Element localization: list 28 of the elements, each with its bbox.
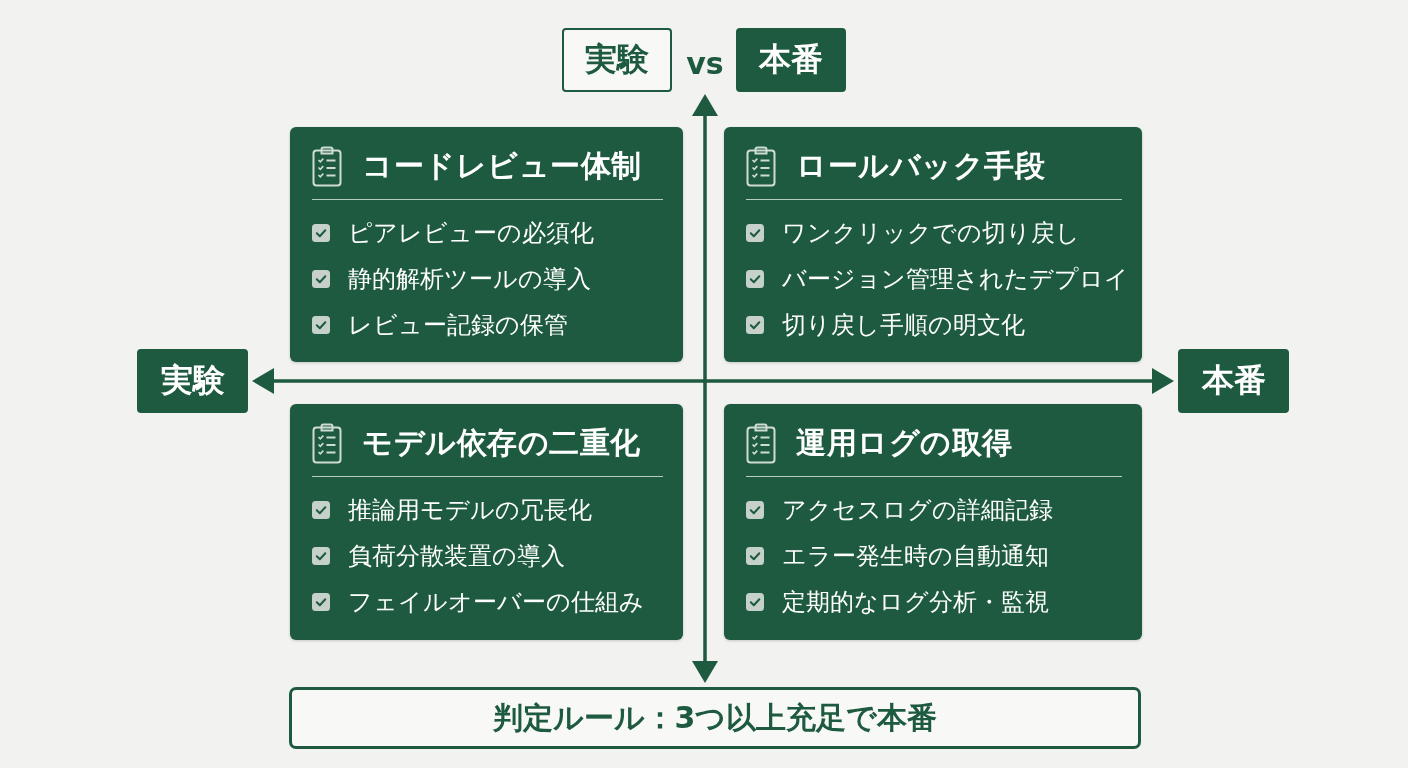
- checklist-item: 負荷分散装置の導入: [348, 541, 565, 572]
- category-card: [724, 404, 1142, 640]
- axis-label: 本番: [1178, 349, 1289, 413]
- title-tag: 本番: [736, 28, 846, 92]
- category-card: [290, 404, 683, 640]
- axis-label: 実験: [137, 349, 248, 413]
- checklist-item: レビュー記録の保管: [348, 310, 568, 341]
- double-arrow: [252, 368, 1174, 394]
- vs-text: vs: [680, 36, 730, 90]
- card-heading: ロールバック手段: [796, 146, 1045, 185]
- category-card: [724, 127, 1142, 362]
- checklist-item: 定期的なログ分析・監視: [782, 587, 1049, 618]
- double-arrow: [692, 94, 718, 683]
- checklist-item: ピアレビューの必須化: [348, 218, 594, 249]
- checklist-item: エラー発生時の自動通知: [782, 541, 1049, 572]
- checklist-item: ワンクリックでの切り戻し: [782, 218, 1080, 249]
- title-tag: 実験: [562, 28, 672, 92]
- rule-banner: 判定ルール：3つ以上充足で本番: [289, 687, 1141, 749]
- card-heading: コードレビュー体制: [362, 146, 642, 185]
- card-heading: モデル依存の二重化: [362, 423, 641, 462]
- card-heading: 運用ログの取得: [796, 423, 1013, 462]
- checklist-item: 切り戻し手順の明文化: [782, 310, 1025, 341]
- checklist-item: 推論用モデルの冗長化: [348, 495, 592, 526]
- checklist-item: バージョン管理されたデプロイ: [782, 264, 1129, 295]
- checklist-item: アクセスログの詳細記録: [782, 495, 1053, 526]
- category-card: [290, 127, 683, 362]
- checklist-item: フェイルオーバーの仕組み: [348, 587, 644, 618]
- checklist-item: 静的解析ツールの導入: [348, 264, 591, 295]
